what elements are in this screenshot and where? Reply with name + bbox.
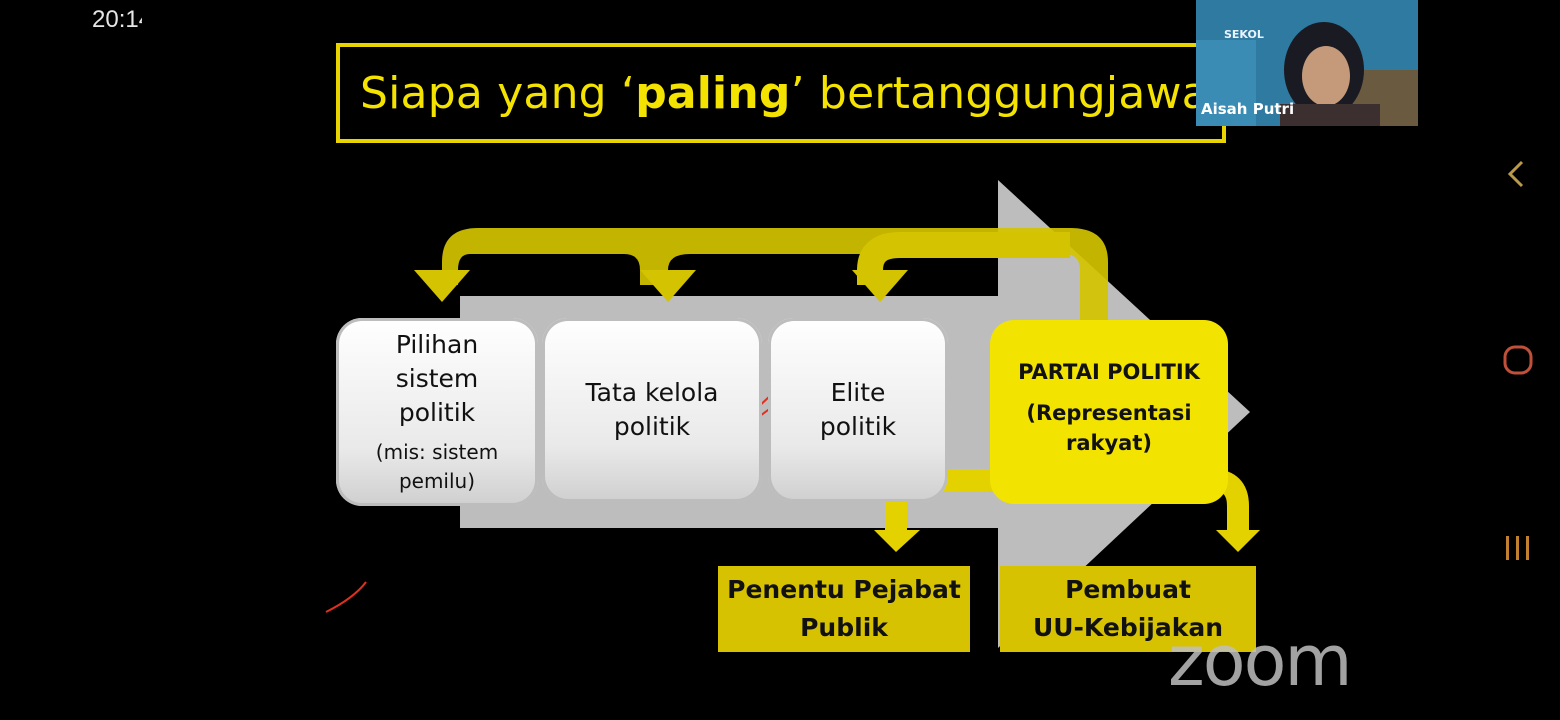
output-line: Publik — [800, 613, 888, 642]
card-pilihan-sistem-politik: Pilihan sistem politik (mis: sistem pemi… — [336, 318, 538, 506]
annotation-stroke — [325, 581, 367, 613]
zoom-watermark: zoom — [1168, 620, 1353, 702]
card-line: Elite — [830, 378, 886, 407]
output-penentu-pejabat-publik: Penentu Pejabat Publik — [718, 566, 970, 652]
circle-home-icon[interactable] — [1498, 340, 1538, 380]
card-line: politik — [613, 412, 691, 441]
output-line: UU-Kebijakan — [1032, 613, 1224, 642]
arrow-head-card2 — [640, 270, 696, 302]
party-subtitle: (Representasi rakyat) — [1026, 401, 1192, 455]
card-line: Tata kelola — [585, 378, 719, 407]
card-elite-politik: Elite politik — [768, 318, 948, 502]
card-line: politik — [398, 398, 476, 427]
output-line: Penentu Pejabat — [727, 575, 961, 604]
party-title: PARTAI POLITIK — [1018, 360, 1200, 384]
card-line: Pilihan — [395, 330, 479, 359]
participant-name: Aisah Putri — [1201, 100, 1295, 118]
arrow-head-output2 — [1216, 530, 1260, 552]
card-tata-kelola-politik: Tata kelola politik — [542, 318, 762, 502]
card-note: (mis: sistem pemilu) — [375, 440, 499, 493]
slide-title: Siapa yang ‘paling’ bertanggungjawab? — [360, 68, 1261, 119]
recents-icon[interactable] — [1498, 528, 1538, 568]
output-line: Pembuat — [1065, 575, 1191, 604]
arrow-head-card3 — [852, 270, 908, 302]
participant-video-thumbnail[interactable]: SEKOL — [1196, 0, 1418, 126]
participant-video-frame — [1196, 0, 1418, 126]
arrow-head-card1 — [414, 270, 470, 302]
chevron-left-icon[interactable] — [1498, 154, 1538, 194]
card-line: sistem — [395, 364, 479, 393]
video-bg-text: SEKOL — [1224, 28, 1264, 41]
output-pembuat-uu-kebijakan: Pembuat UU-Kebijakan — [1000, 566, 1256, 652]
card-line: politik — [819, 412, 897, 441]
arrow-head-output1 — [874, 530, 920, 552]
feedback-arrow-mid — [857, 232, 1070, 285]
card-partai-politik: PARTAI POLITIK (Representasi rakyat) — [990, 320, 1228, 504]
